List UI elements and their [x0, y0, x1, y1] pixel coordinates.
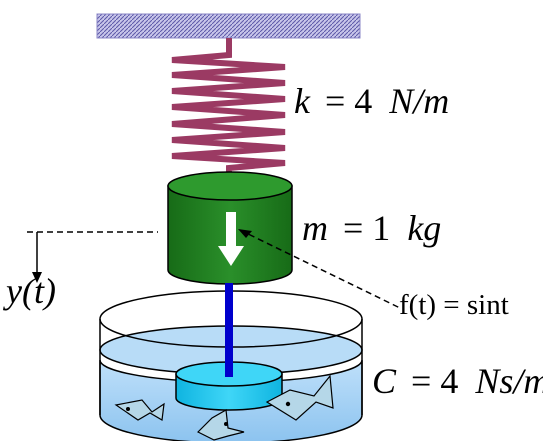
c-unit: Ns/m	[474, 361, 543, 401]
m-value: = 1	[343, 208, 390, 248]
mass-label: m = 1 kg	[302, 208, 441, 248]
fish-icon	[196, 409, 245, 441]
force-pointer-arrowhead	[238, 229, 252, 238]
c-value: = 4	[411, 361, 458, 401]
white-down-arrow-icon	[218, 212, 244, 266]
displacement-label: y(t)	[3, 271, 56, 311]
c-symbol: C	[372, 361, 397, 401]
damper-rod	[225, 283, 233, 375]
spring	[171, 38, 286, 184]
k-symbol: k	[294, 81, 311, 121]
mass-block	[167, 171, 293, 285]
damping-constant-label: C = 4 Ns/m	[372, 361, 543, 401]
k-value: = 4	[325, 81, 372, 121]
m-unit: kg	[407, 208, 441, 248]
spring-constant-label: k = 4 N/m	[294, 81, 449, 121]
fish-icon	[265, 374, 334, 421]
down-arrow-icon	[32, 272, 42, 283]
force-label: f(t) = sint	[399, 289, 509, 321]
ceiling-support	[96, 13, 361, 39]
k-unit: N/m	[388, 81, 449, 121]
equilibrium-reference	[27, 231, 158, 283]
m-symbol: m	[302, 208, 328, 248]
fish-icon	[114, 399, 165, 421]
